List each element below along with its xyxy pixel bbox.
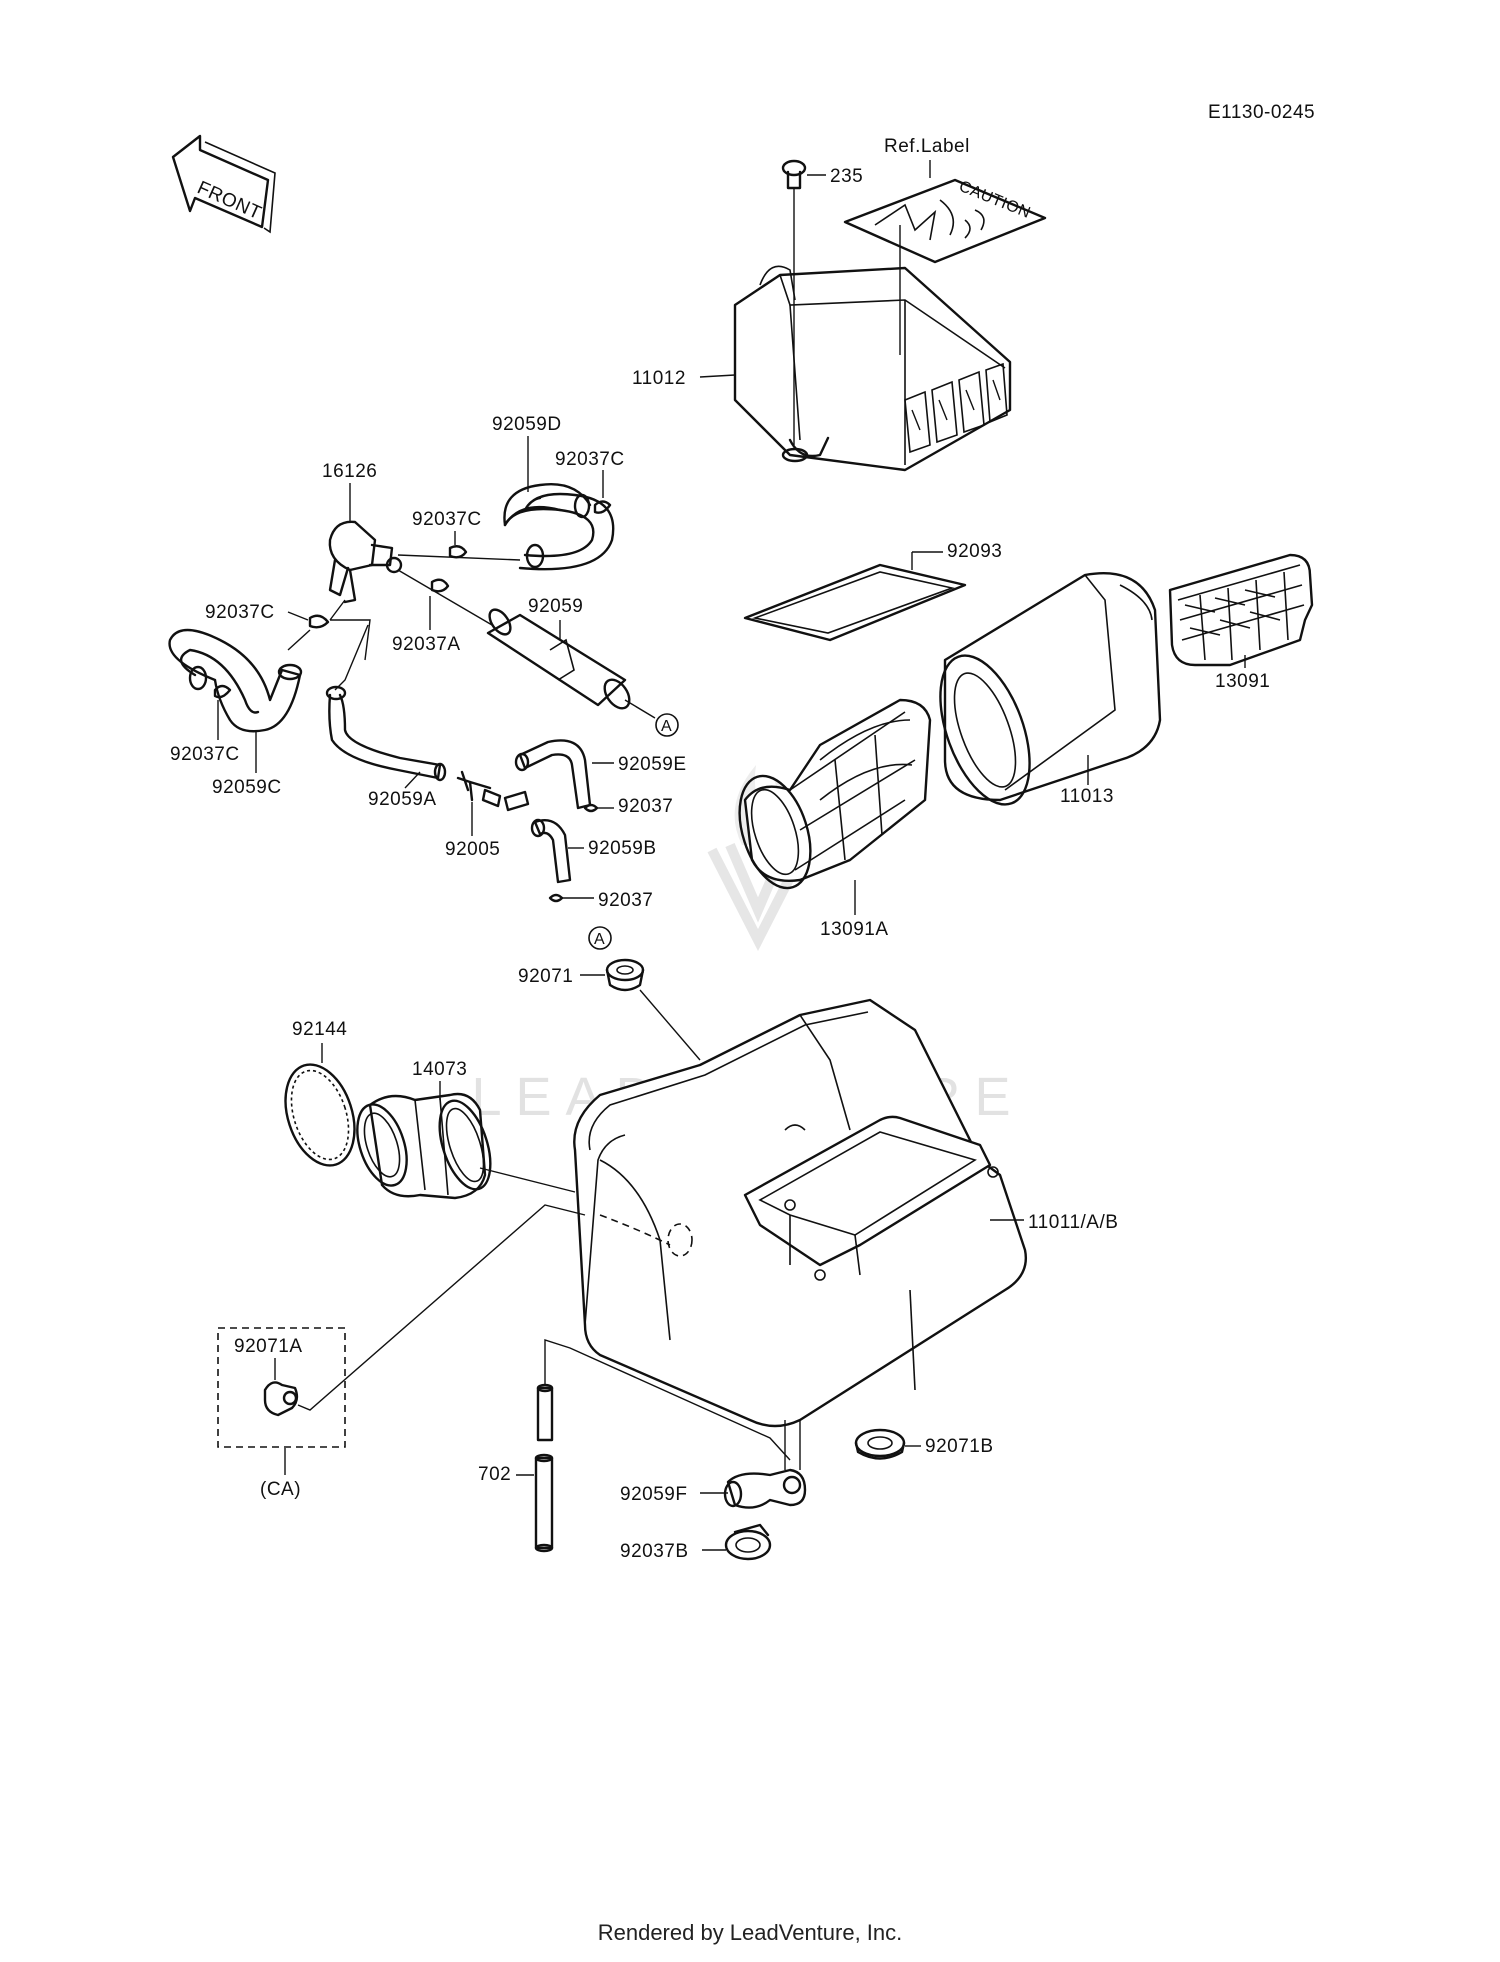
label-CA: (CA) (260, 1479, 301, 1500)
drain-cap-92059F (723, 1468, 807, 1509)
label-92071A: 92071A (234, 1336, 303, 1357)
hose-92059A (325, 685, 447, 782)
label-92005: 92005 (445, 839, 500, 860)
label-11013: 11013 (1060, 786, 1114, 807)
label-92059E: 92059E (618, 754, 687, 775)
callout-a-lower (588, 926, 612, 950)
label-92093: 92093 (947, 541, 1002, 562)
label-92037B: 92037B (620, 1541, 689, 1562)
render-credit: Rendered by LeadVenture, Inc. (597, 1920, 903, 1945)
clip-92037A (430, 578, 450, 593)
grommet-92071 (605, 958, 645, 992)
label-92059: 92059 (528, 596, 583, 617)
hose-92059 (486, 608, 631, 710)
hose-92059C (168, 628, 303, 733)
label-92059A: 92059A (368, 789, 437, 810)
diagram-code: E1130-0245 (1208, 102, 1315, 123)
label-92059B: 92059B (588, 838, 657, 859)
ca-variant-box (217, 1327, 346, 1448)
hose-92059B (530, 818, 572, 884)
o-ring-92144 (284, 1063, 356, 1167)
label-13091A: 13091A (820, 919, 889, 940)
label-92059F: 92059F (620, 1484, 687, 1505)
filter-element-11013 (939, 572, 1162, 806)
clip-92037C-top (593, 500, 612, 514)
label-702: 702 (478, 1464, 511, 1485)
clip-92037C-low (213, 684, 232, 699)
label-235: 235 (830, 166, 863, 187)
label-14073: 14073 (412, 1059, 467, 1080)
callout-a-upper (655, 713, 679, 737)
drain-tube-702 (534, 1383, 554, 1553)
label-92059C: 92059C (212, 777, 282, 798)
air-cleaner-cover (733, 265, 1012, 472)
ref-label-sticker: CAUTION (843, 178, 1047, 264)
frame-13091 (1168, 553, 1314, 667)
clip-92037-b (548, 893, 564, 903)
hose-92059E (503, 739, 592, 812)
grommet-92071B (854, 1428, 906, 1460)
ref-label-text: Ref.Label (884, 136, 970, 157)
frame-13091A (738, 698, 932, 890)
duct-14073 (356, 1092, 492, 1200)
label-92144: 92144 (292, 1019, 347, 1040)
valve-16126 (328, 520, 403, 604)
front-arrow-icon: FRONT (171, 134, 276, 234)
joint-92005 (456, 770, 502, 808)
clip-92037-a (583, 803, 599, 813)
label-92071: 92071 (518, 966, 573, 987)
label-13091: 13091 (1215, 671, 1270, 692)
label-92037A: 92037A (392, 634, 461, 655)
label-92037C-mid: 92037C (412, 509, 482, 530)
label-16126: 16126 (322, 461, 377, 482)
clip-92037C-left (308, 614, 330, 629)
clip-92037C-mid (448, 545, 468, 559)
callout-a-upper-text: A (661, 718, 672, 735)
label-92037-a: 92037 (618, 796, 673, 817)
label-11011: 11011/A/B (1028, 1212, 1118, 1233)
callout-a-lower-text: A (594, 931, 605, 948)
air-cleaner-case-11011 (573, 998, 1027, 1428)
label-11012: 11012 (632, 368, 686, 389)
clamp-92037B (724, 1523, 772, 1561)
front-label: FRONT (194, 177, 265, 224)
gasket-92093 (743, 563, 967, 642)
label-92071B: 92071B (925, 1436, 994, 1457)
hose-92059D (503, 483, 615, 571)
label-92037C-left: 92037C (205, 602, 275, 623)
label-92037C-low: 92037C (170, 744, 240, 765)
bolt-235 (781, 159, 807, 445)
label-92059D: 92059D (492, 414, 562, 435)
label-92037C-top: 92037C (555, 449, 625, 470)
label-92037-b: 92037 (598, 890, 653, 911)
